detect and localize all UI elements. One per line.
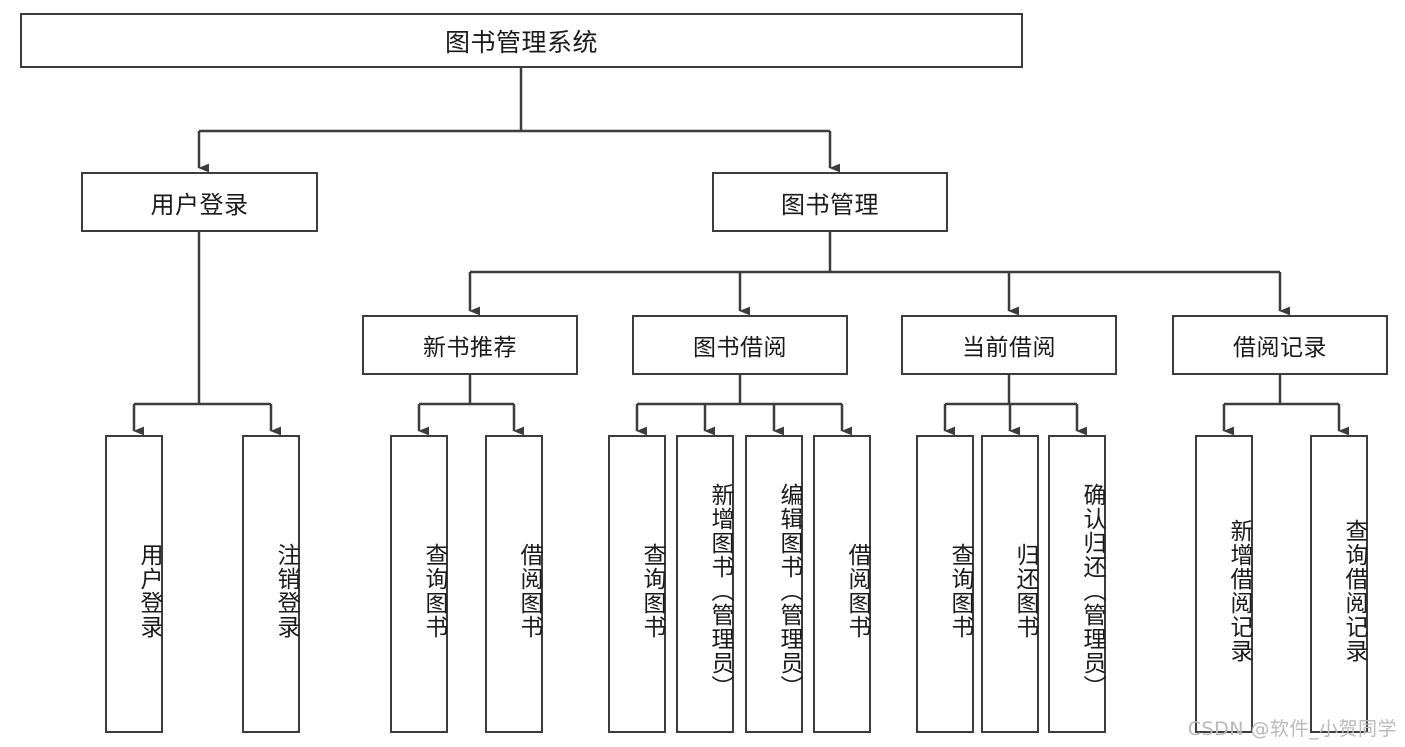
node-label: 借阅图书 (516, 543, 542, 639)
node-label: 图书借阅 (693, 335, 787, 361)
node-book-borrow[interactable]: 图书借阅 (632, 315, 848, 375)
node-label: 归还图书 (1012, 543, 1038, 639)
leaf-user-login-signin[interactable]: 用户登录 (105, 435, 163, 733)
leaf-book-borrow-add[interactable]: 新增图书（管理员） (676, 435, 734, 733)
node-new-book-recommend[interactable]: 新书推荐 (362, 315, 578, 375)
node-label: 图书管理系统 (444, 27, 598, 57)
node-label: 借阅图书 (844, 543, 870, 639)
node-label: 查询图书 (421, 543, 447, 639)
leaf-book-borrow-query[interactable]: 查询图书 (608, 435, 666, 733)
node-label: 编辑图书（管理员） (776, 483, 802, 699)
node-label: 查询借阅记录 (1341, 519, 1367, 663)
node-label: 查询图书 (947, 543, 973, 639)
leaf-new-book-borrow[interactable]: 借阅图书 (485, 435, 543, 733)
leaf-borrow-record-query[interactable]: 查询借阅记录 (1310, 435, 1368, 733)
leaf-book-borrow-lend[interactable]: 借阅图书 (813, 435, 871, 733)
leaf-user-login-signout[interactable]: 注销登录 (242, 435, 300, 733)
node-label: 图书管理 (781, 190, 879, 219)
watermark-text: CSDN @软件_小贺同学 (1187, 718, 1397, 740)
leaf-new-book-query[interactable]: 查询图书 (390, 435, 448, 733)
leaf-current-borrow-query[interactable]: 查询图书 (916, 435, 974, 733)
leaf-borrow-record-add[interactable]: 新增借阅记录 (1195, 435, 1253, 733)
node-label: 确认归还（管理员） (1079, 483, 1105, 699)
node-root-system[interactable]: 图书管理系统 (20, 13, 1023, 68)
node-label: 新书推荐 (423, 335, 517, 361)
leaf-current-borrow-return[interactable]: 归还图书 (981, 435, 1039, 733)
node-current-borrow[interactable]: 当前借阅 (901, 315, 1117, 375)
node-user-login[interactable]: 用户登录 (81, 172, 318, 232)
node-label: 用户登录 (136, 543, 162, 639)
node-label: 借阅记录 (1233, 335, 1327, 361)
node-book-management[interactable]: 图书管理 (712, 172, 948, 232)
leaf-current-borrow-confirm-return[interactable]: 确认归还（管理员） (1048, 435, 1106, 733)
node-label: 新增图书（管理员） (707, 483, 733, 699)
node-label: 新增借阅记录 (1226, 519, 1252, 663)
node-label: 注销登录 (273, 543, 299, 639)
node-borrow-record[interactable]: 借阅记录 (1172, 315, 1388, 375)
node-label: 查询图书 (639, 543, 665, 639)
node-label: 当前借阅 (962, 335, 1056, 361)
leaf-book-borrow-edit[interactable]: 编辑图书（管理员） (745, 435, 803, 733)
node-label: 用户登录 (150, 190, 249, 219)
